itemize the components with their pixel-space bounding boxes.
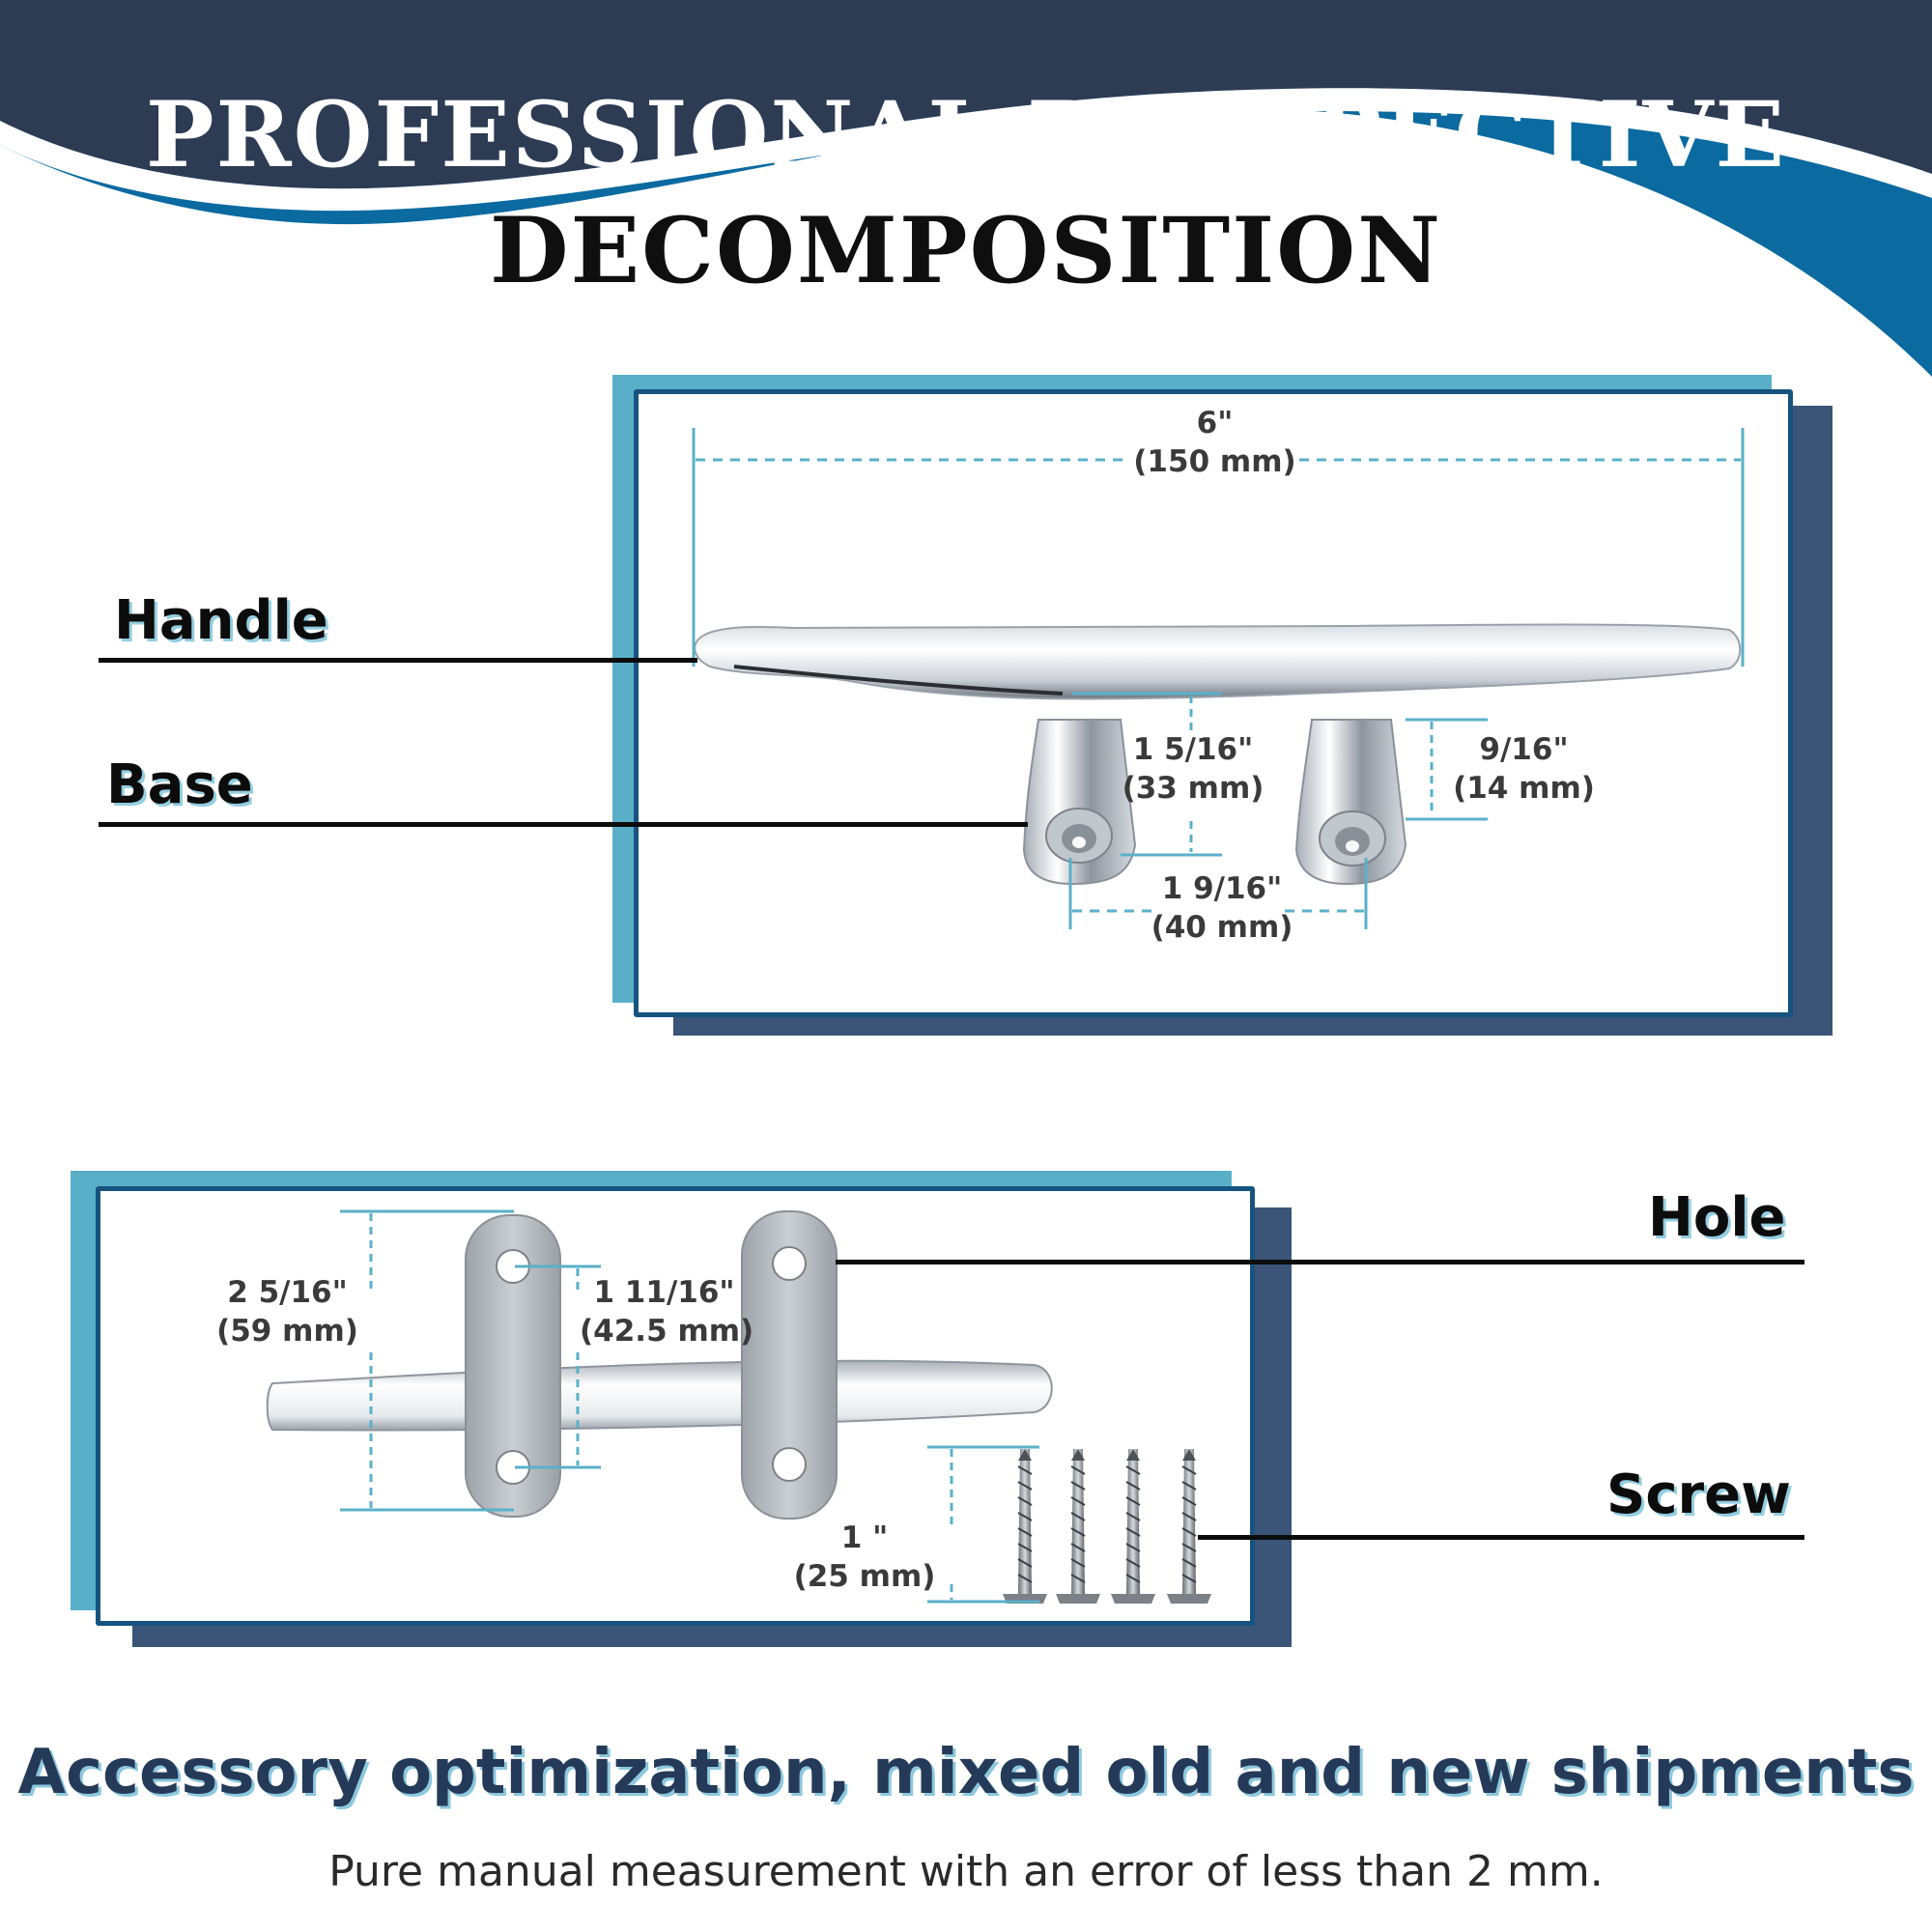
- screw-leader-line: [1198, 1535, 1804, 1540]
- hole-leader-line: [836, 1260, 1804, 1264]
- label-hole: Hole: [1648, 1186, 1786, 1249]
- top-dimension-lines: [340, 1209, 1039, 1604]
- label-base: Base: [106, 753, 253, 816]
- cleat-bar-top: [266, 1359, 1053, 1432]
- dim-hole-spacing: 1 9/16" (40 mm): [1151, 871, 1293, 945]
- dim-screw-length: 1 " (25 mm): [793, 1520, 936, 1594]
- label-handle: Handle: [114, 589, 328, 652]
- footer-headline: Accessory optimization, mixed old and ne…: [17, 1737, 1915, 1808]
- footer-note: Pure manual measurement with an error of…: [328, 1847, 1604, 1896]
- screw-1: [1003, 1449, 1047, 1604]
- page-title-line2: DECOMPOSITION: [489, 198, 1443, 304]
- cleat-base-left: [1022, 719, 1137, 886]
- dim-overall-length: 6" (150 mm): [1133, 406, 1296, 479]
- screw-3: [1111, 1449, 1155, 1604]
- base-leader-line: [99, 822, 1028, 827]
- screw-4: [1167, 1449, 1211, 1604]
- cleat-plate-right: [741, 1210, 838, 1520]
- page-title-line1: PROFESSIONAL PERSPECTIVE: [145, 82, 1787, 188]
- handle-leader-line: [99, 658, 697, 663]
- dim-hole-distance: 1 11/16" (42.5 mm): [580, 1275, 754, 1349]
- cleat-handle-side: [694, 623, 1742, 700]
- dim-foot-height: 9/16" (14 mm): [1453, 732, 1595, 806]
- screw-2: [1056, 1449, 1100, 1604]
- cleat-plate-left: [465, 1214, 561, 1518]
- label-screw: Screw: [1606, 1463, 1791, 1526]
- side-view-panel: [634, 389, 1793, 1017]
- dim-plate-length: 2 5/16" (59 mm): [216, 1275, 358, 1349]
- dim-base-height: 1 5/16" (33 mm): [1122, 732, 1264, 806]
- cleat-base-right: [1294, 719, 1407, 886]
- side-dimension-lines: [692, 428, 1745, 929]
